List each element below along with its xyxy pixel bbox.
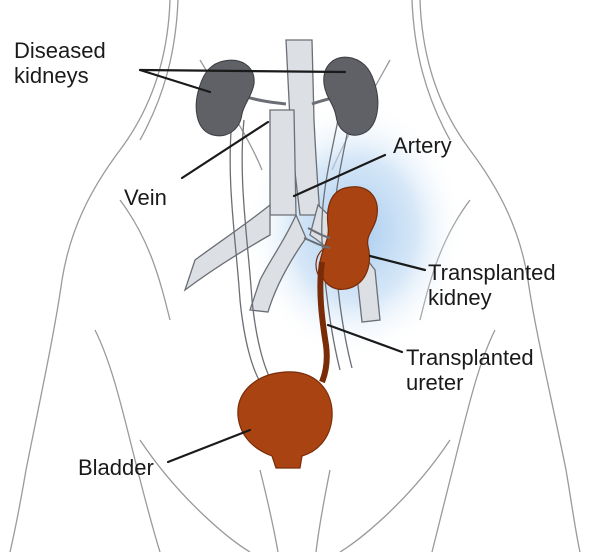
transplanted-kidney-label: Transplanted kidney xyxy=(428,260,556,310)
bladder-label: Bladder xyxy=(78,455,154,480)
bladder-icon xyxy=(238,372,332,468)
transplanted-kidney-label-line-2: kidney xyxy=(428,285,556,310)
transplanted-ureter-label-line-1: Transplanted xyxy=(406,345,534,370)
transplanted-kidney-label-line-1: Transplanted xyxy=(428,260,556,285)
diseased-kidneys-label: Diseased kidneys xyxy=(14,38,106,88)
leader-diseased-right xyxy=(140,70,345,72)
leader-diseased-left xyxy=(140,70,210,92)
vein-label: Vein xyxy=(124,185,167,210)
diseased-kidneys-label-line-2: kidneys xyxy=(14,63,106,88)
transplanted-ureter-label: Transplanted ureter xyxy=(406,345,534,395)
leader-bladder xyxy=(168,430,250,462)
artery-label: Artery xyxy=(393,133,452,158)
diseased-kidneys-label-line-1: Diseased xyxy=(14,38,106,63)
transplanted-ureter-label-line-2: ureter xyxy=(406,370,534,395)
